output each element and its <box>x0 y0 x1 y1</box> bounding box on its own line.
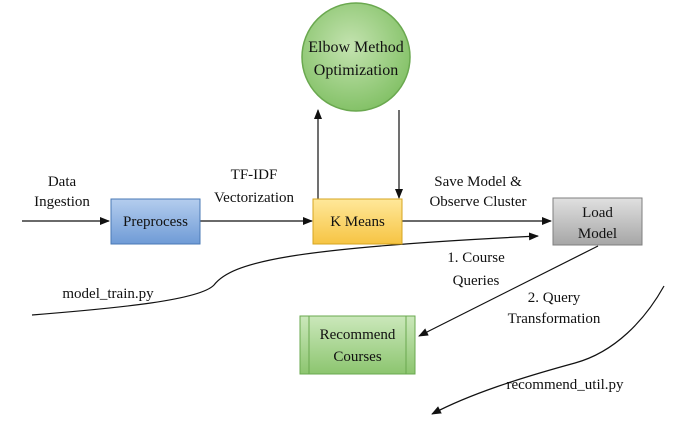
save-model-label-line2: Observe Cluster <box>429 194 526 210</box>
tfidf-label-line1: TF-IDF <box>231 167 278 183</box>
course-queries-label-line1: 1. Course <box>447 250 505 266</box>
load-model-label-line2: Model <box>578 226 617 242</box>
edge-load-model-to-recommend <box>418 245 599 337</box>
model-train-curve <box>31 232 539 316</box>
query-transformation-label-line2: Transformation <box>508 311 601 327</box>
data-ingestion-label-line1: Data <box>48 174 77 190</box>
preprocess-label: Preprocess <box>123 214 188 230</box>
query-transformation-label-line1: 2. Query <box>528 290 581 306</box>
load-model-node: Load Model <box>552 197 643 246</box>
elbow-method-label-line1: Elbow Method <box>308 39 404 56</box>
kmeans-label: K Means <box>330 214 385 230</box>
load-model-label-line1: Load <box>582 205 613 221</box>
model-train-label: model_train.py <box>62 286 154 302</box>
recommend-util-label: recommend_util.py <box>506 377 624 393</box>
data-ingestion-label-line2: Ingestion <box>34 194 90 210</box>
recommend-courses-node: Recommend Courses <box>299 315 416 375</box>
elbow-method-node: Elbow Method Optimization <box>301 2 411 112</box>
course-queries-label-line2: Queries <box>453 273 500 289</box>
preprocess-node: Preprocess <box>110 198 201 245</box>
recommend-util-curve <box>431 285 665 415</box>
kmeans-node: K Means <box>312 198 403 245</box>
save-model-label-line1: Save Model & <box>434 174 522 190</box>
recommend-courses-label-line1: Recommend <box>320 327 396 343</box>
tfidf-label-line2: Vectorization <box>214 190 294 206</box>
recommend-courses-label-line2: Courses <box>333 349 381 365</box>
elbow-method-label-line2: Optimization <box>314 62 398 79</box>
